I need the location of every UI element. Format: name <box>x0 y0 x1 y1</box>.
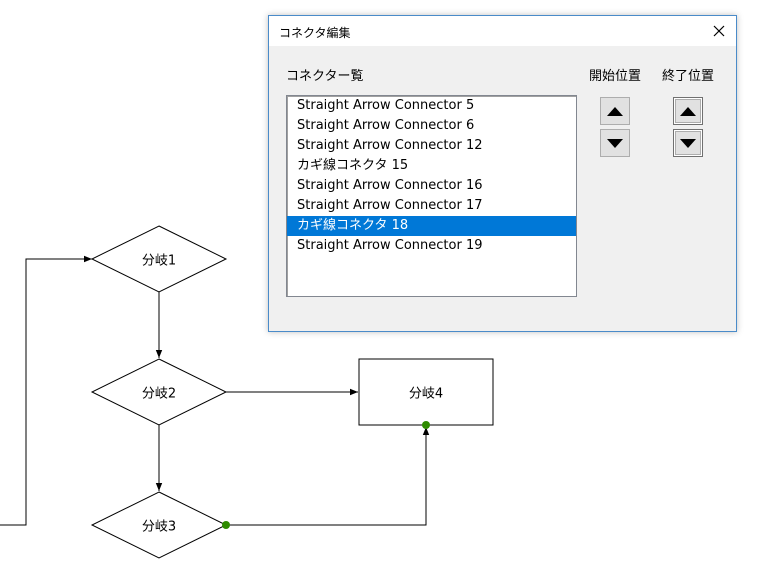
connector-start-handle[interactable] <box>222 521 230 529</box>
close-icon <box>713 25 725 37</box>
start-position-label: 開始位置 <box>589 69 642 84</box>
dialog-titlebar[interactable]: コネクタ編集 <box>269 16 736 46</box>
arrow-up-icon <box>607 106 623 116</box>
branch4-label: 分岐4 <box>408 386 444 402</box>
branch3-diamond[interactable] <box>90 491 228 559</box>
list-item[interactable]: Straight Arrow Connector 17 <box>297 198 483 213</box>
end-up-button[interactable] <box>673 97 703 125</box>
branch1-diamond[interactable] <box>90 225 228 293</box>
branch2-label: 分岐2 <box>141 386 177 402</box>
list-item[interactable]: Straight Arrow Connector 12 <box>297 138 483 153</box>
connector-listbox[interactable]: Straight Arrow Connector 5 Straight Arrow… <box>286 95 577 297</box>
start-up-button[interactable] <box>600 97 630 125</box>
branch2-diamond[interactable] <box>90 358 228 426</box>
end-position-label: 終了位置 <box>662 69 715 84</box>
connector-edit-dialog: コネクタ編集 コネクター覧 開始位置 終了位置 Straight Arrow C… <box>268 15 737 332</box>
end-down-button[interactable] <box>673 129 703 157</box>
branch4-rectangle[interactable] <box>358 358 494 426</box>
dialog-title: コネクタ編集 <box>279 26 351 40</box>
list-item[interactable]: カギ線コネクタ 15 <box>297 158 409 173</box>
connector-list-label: コネクター覧 <box>286 69 364 84</box>
list-item[interactable]: カギ線コネクタ 18 <box>287 216 576 236</box>
arrow-down-icon <box>607 138 623 148</box>
branch1-label: 分岐1 <box>141 253 177 269</box>
list-item[interactable]: Straight Arrow Connector 5 <box>297 98 475 113</box>
list-item[interactable]: Straight Arrow Connector 16 <box>297 178 483 193</box>
arrow-down-icon <box>680 138 696 148</box>
connector-branch3-branch4-selected[interactable] <box>226 427 430 526</box>
arrow-up-icon <box>680 106 696 116</box>
branch3-label: 分岐3 <box>141 519 177 535</box>
start-down-button[interactable] <box>600 129 630 157</box>
list-item[interactable]: Straight Arrow Connector 19 <box>297 238 483 253</box>
close-button[interactable] <box>702 16 736 46</box>
connector-left-loop[interactable] <box>0 255 92 526</box>
list-item[interactable]: Straight Arrow Connector 6 <box>297 118 475 133</box>
connector-end-handle[interactable] <box>422 421 430 429</box>
